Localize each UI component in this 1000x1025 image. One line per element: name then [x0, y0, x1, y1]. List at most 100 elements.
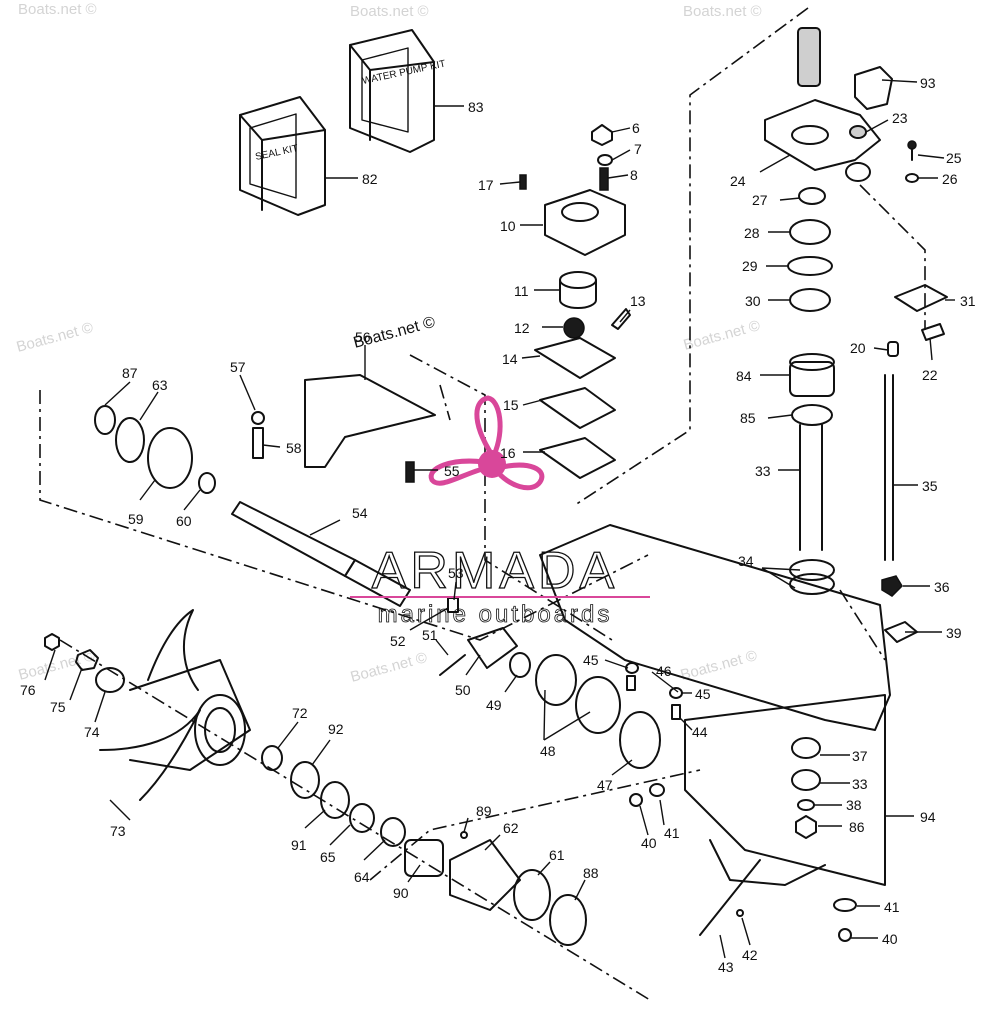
part-number-label: 16 [500, 445, 516, 461]
watermark: Boats.net © [683, 3, 762, 20]
part-number-label: 6 [632, 120, 640, 136]
part-number-label: 35 [922, 478, 938, 494]
part-number-label: 24 [730, 173, 746, 189]
part-number-label: 46 [656, 663, 672, 679]
watermark: Boats.net © [682, 317, 762, 354]
part-number-label: 44 [692, 724, 708, 740]
part-number-label: 53 [448, 565, 464, 581]
part-number-label: 13 [630, 293, 646, 309]
part-number-label: 61 [549, 847, 565, 863]
part-number-label: 74 [84, 724, 100, 740]
guide-line [439, 384, 451, 421]
part-number-label: 7 [634, 141, 642, 157]
part-number-label: 10 [500, 218, 516, 234]
part-number-label: 22 [922, 367, 938, 383]
part-number-label: 36 [934, 579, 950, 595]
armada-logo: ARMADA marine outboards [350, 395, 650, 628]
part-number-label: 87 [122, 365, 138, 381]
part-number-label: 33 [852, 776, 868, 792]
part-number-label: 40 [882, 931, 898, 947]
part-number-label: 28 [744, 225, 760, 241]
logo-tagline: marine outboards [378, 601, 613, 628]
part-number-label: 58 [286, 440, 302, 456]
part-number-label: 26 [942, 171, 958, 187]
watermark: Boats.net © [350, 3, 429, 20]
part-number-label: 48 [540, 743, 556, 759]
forward-gear-parts [94, 405, 216, 494]
part-number-label: 89 [476, 803, 492, 819]
part-number-label: 34 [738, 553, 754, 569]
part-number-label: 30 [745, 293, 761, 309]
part-number-label: 86 [849, 819, 865, 835]
guide-line [859, 184, 926, 330]
assembly-guide-lines [39, 7, 926, 1001]
part-number-label: 40 [641, 835, 657, 851]
part-number-label: 52 [390, 633, 406, 649]
part-number-label: 93 [920, 75, 936, 91]
part-number-label: 92 [328, 721, 344, 737]
part-number-label: 12 [514, 320, 530, 336]
guide-line [839, 589, 886, 661]
part-number-label: 39 [946, 625, 962, 641]
seal-kit-box: SEAL KIT [239, 96, 326, 216]
part-number-label: 42 [742, 947, 758, 963]
part-number-label: 37 [852, 748, 868, 764]
part-number-label: 45 [583, 652, 599, 668]
part-number-label: 84 [736, 368, 752, 384]
watermark: Boats.net © [349, 649, 429, 686]
part-number-label: 51 [422, 627, 438, 643]
part-number-label: 41 [884, 899, 900, 915]
part-number-label: 49 [486, 697, 502, 713]
part-number-label: 57 [230, 359, 246, 375]
watermark: Boats.net © [18, 1, 97, 18]
part-number-label: 76 [20, 682, 36, 698]
part-number-label: 23 [892, 110, 908, 126]
part-number-label: 73 [110, 823, 126, 839]
guide-line [409, 354, 613, 641]
part-number-label: 29 [742, 258, 758, 274]
water-pump-kit-box: WATER PUMP KIT [349, 29, 447, 153]
part-number-label: 82 [362, 171, 378, 187]
part-number-label: 31 [960, 293, 976, 309]
watermark: Boats.net © [15, 319, 95, 356]
part-number-label: 60 [176, 513, 192, 529]
part-number-label: 8 [630, 167, 638, 183]
part-number-label: 17 [478, 177, 494, 193]
guide-line [39, 390, 649, 641]
guide-line [59, 639, 651, 1001]
anode-plate [251, 374, 436, 483]
part-number-label: 15 [503, 397, 519, 413]
watermark: Boats.net © [679, 647, 759, 684]
propeller-shaft [231, 501, 683, 769]
part-number-label: 20 [850, 340, 866, 356]
part-number-label: 65 [320, 849, 336, 865]
part-number-label: 63 [152, 377, 168, 393]
part-number-label: 64 [354, 869, 370, 885]
part-number-label: 90 [393, 885, 409, 901]
part-number-label: 54 [352, 505, 368, 521]
water-pump-parts [519, 124, 631, 479]
part-number-label: 25 [946, 150, 962, 166]
part-number-label: 59 [128, 511, 144, 527]
part-number-label: 14 [502, 351, 518, 367]
part-number-label: 38 [846, 797, 862, 813]
part-number-label: 83 [468, 99, 484, 115]
part-number-label: 47 [597, 777, 613, 793]
part-number-label: 75 [50, 699, 66, 715]
guide-line [369, 769, 701, 881]
propeller-logo-icon [428, 395, 545, 491]
part-number-label: 43 [718, 959, 734, 975]
part-number-label: 33 [755, 463, 771, 479]
part-number-label: 11 [514, 283, 529, 299]
part-number-label: 94 [920, 809, 936, 825]
part-number-label: 50 [455, 682, 471, 698]
part-number-label: 56 [355, 329, 371, 345]
guide-line [574, 7, 809, 506]
part-number-label: 62 [503, 820, 519, 836]
logo-name: ARMADA [372, 542, 618, 600]
part-number-label: 41 [664, 825, 680, 841]
part-number-label: 85 [740, 410, 756, 426]
